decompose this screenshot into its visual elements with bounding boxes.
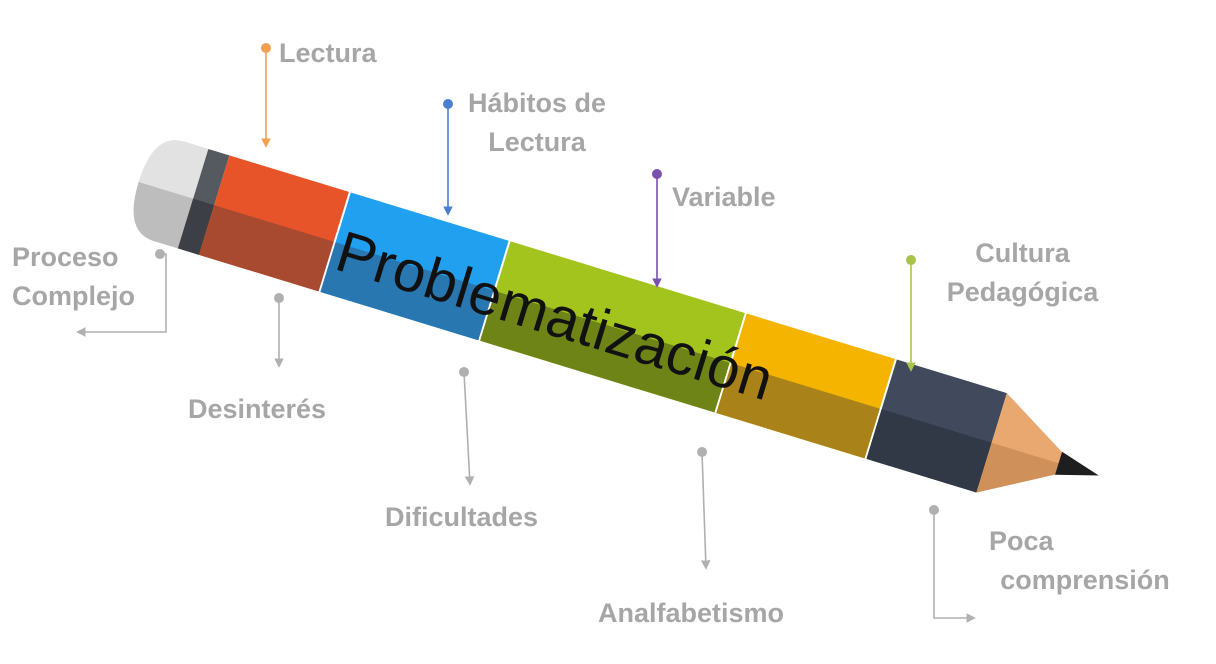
label-dificultades: Dificultades — [385, 498, 538, 537]
connector-dificultades — [459, 367, 475, 486]
pencil-lead — [1055, 451, 1099, 476]
label-dificultades-text: Dificultades — [385, 502, 539, 532]
label-poca-line2: comprensión — [1000, 565, 1170, 596]
connector-lectura — [261, 43, 271, 148]
label-cultura-line2: Pedagógica — [946, 277, 1099, 308]
label-proceso-complejo: Proceso Complejo — [12, 238, 135, 316]
connector-analfabetismo — [697, 447, 711, 570]
connector-cultura — [906, 255, 916, 372]
label-desinteres-text: Desinterés — [188, 394, 327, 424]
label-lectura: Lectura — [279, 34, 377, 73]
pencil — [133, 140, 1099, 493]
label-poca-line1: Poca — [989, 526, 1054, 556]
connector-desinteres — [274, 293, 284, 368]
label-variable: Variable — [672, 178, 776, 217]
label-habitos-line1: Hábitos de — [467, 88, 607, 118]
connector-poca — [929, 505, 976, 623]
label-analfabetismo-text: Analfabetismo — [598, 598, 785, 628]
connector-proceso — [76, 249, 167, 337]
label-habitos-line2: Lectura — [488, 127, 586, 158]
label-proceso-line2: Complejo — [12, 281, 136, 312]
label-proceso-line1: Proceso — [12, 242, 119, 272]
label-cultura-line1: Cultura — [975, 238, 1070, 268]
label-habitos-de-lectura: Hábitos de Lectura — [452, 84, 622, 162]
label-desinteres: Desinterés — [188, 390, 326, 429]
connector-habitos — [443, 99, 453, 216]
label-variable-text: Variable — [672, 182, 776, 212]
connector-variable — [652, 169, 662, 288]
label-cultura-pedagogica: Cultura Pedagógica — [930, 234, 1115, 312]
label-analfabetismo: Analfabetismo — [598, 594, 784, 633]
label-lectura-text: Lectura — [279, 38, 377, 68]
label-poca-comprension: Poca comprensión — [985, 522, 1185, 600]
